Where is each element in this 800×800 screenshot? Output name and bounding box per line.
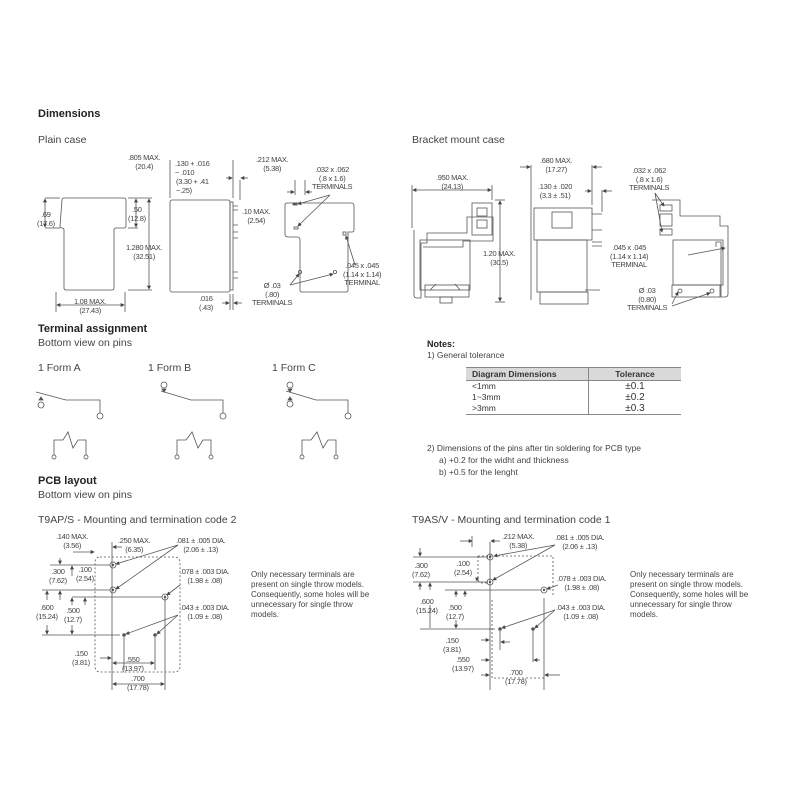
dim-pcbl-550: .550 (13.97) — [122, 655, 144, 673]
dim-pcbl-043: .043 ± .003 DIA. (1.09 ± .08) — [180, 603, 230, 621]
pcb-left-note: Only necessary terminals are present on … — [251, 570, 370, 619]
terminal-assignment-heading: Terminal assignment — [38, 323, 148, 335]
notes-item2b: b) +0.5 for the lenght — [439, 467, 518, 477]
dim-plain-03: Ø .03 (.80) TERMINALS — [252, 281, 293, 307]
dim-pcbr-300: .300 (7.62) — [412, 561, 430, 579]
cell-dimension: <1mm — [466, 380, 589, 392]
cell-tolerance: ±0.3 — [588, 403, 681, 415]
dim-pcbl-081: .081 ± .005 DIA. (2.06 ± .13) — [176, 536, 226, 554]
dim-plain-50: .50 (12.8) — [128, 205, 146, 223]
dim-plain-10: .10 MAX. (2.54) — [242, 207, 271, 225]
col-header-dimensions: Diagram Dimensions — [466, 367, 589, 381]
dim-pcbr-078: .078 ± .003 DIA. (1.98 ± .08) — [557, 574, 607, 592]
dim-pcbr-100: .100 (2.54) — [454, 559, 472, 577]
notes-item2: 2) Dimensions of the pins after tin sold… — [427, 443, 642, 453]
pcb-layout-subtitle: Bottom view on pins — [38, 489, 132, 501]
pcb-layout-heading: PCB layout — [38, 475, 97, 487]
dim-bracket-950: .950 MAX. (24.13) — [436, 173, 469, 191]
dim-pcbl-500: .500 (12.7) — [64, 606, 82, 624]
form-b-label: 1 Form B — [148, 362, 192, 374]
dim-pcbr-081: .081 ± .005 DIA. (2.06 ± .13) — [555, 533, 605, 551]
dim-plain-016: .016 (.43) — [199, 294, 213, 312]
pcb-left-layout — [42, 542, 181, 690]
dim-pcbr-043: .043 ± .003 DIA. (1.09 ± .08) — [556, 603, 606, 621]
dim-pcbr-212: .212 MAX. (5.38) — [502, 532, 535, 550]
dim-pcbr-600: .600 (15.24) — [416, 597, 438, 615]
tolerance-table-header: Diagram Dimensions Tolerance — [466, 367, 681, 381]
form-a-label: 1 Form A — [38, 362, 81, 374]
dim-bracket-032: .032 x .062 (.8 x 1.6) TERMINALS — [629, 166, 670, 192]
pcb-left-title: T9AP/S - Mounting and termination code 2 — [38, 514, 237, 526]
tolerance-table: Diagram Dimensions Tolerance <1mm ±0.1 1… — [466, 367, 681, 415]
table-row: >3mm ±0.3 — [466, 403, 681, 415]
form-c-schematic — [285, 381, 352, 460]
dim-plain-108: 1.08 MAX. (27.43) — [74, 297, 107, 315]
notes-item1: 1) General tolerance — [427, 350, 505, 360]
form-c-label: 1 Form C — [272, 362, 316, 374]
dim-pcbl-600: .600 (15.24) — [36, 603, 58, 621]
notes-item2a: a) +0.2 for the widht and thickness — [439, 455, 569, 465]
cell-tolerance: ±0.1 — [625, 381, 645, 392]
dim-pcbr-150: .150 (3.81) — [443, 636, 461, 654]
col-header-tolerance: Tolerance — [588, 367, 681, 381]
table-row: <1mm ±0.1 — [466, 380, 681, 392]
bracket-case-label: Bracket mount case — [412, 134, 505, 146]
dim-bracket-120: 1.20 MAX. (30.5) — [483, 249, 516, 267]
dim-bracket-680: .680 MAX. (17.27) — [540, 156, 573, 174]
dim-pcbl-078: .078 ± .003 DIA. (1.98 ± .08) — [180, 567, 230, 585]
dim-pcbr-500: .500 (12.7) — [446, 603, 464, 621]
dim-plain-1280: 1.280 MAX. (32.51) — [126, 243, 163, 261]
dim-pcbl-250: .250 MAX. (6.35) — [118, 536, 151, 554]
terminal-assignment-subtitle: Bottom view on pins — [38, 337, 132, 349]
bracket-case-front-view — [411, 185, 505, 304]
cell-dimension: 1~3mm — [466, 392, 589, 403]
dim-plain-130: .130 + .016 − .010 — [175, 159, 210, 177]
dim-plain-69: .69 (17.6) — [37, 210, 55, 228]
dim-pcbl-140: .140 MAX. (3.56) — [56, 532, 89, 550]
dim-plain-330: (3.30 + .41 −.25) — [176, 177, 209, 195]
dim-pcbl-150: .150 (3.81) — [72, 649, 90, 667]
pcb-right-title: T9AS/V - Mounting and termination code 1 — [412, 514, 611, 526]
cell-dimension: >3mm — [466, 403, 589, 415]
dim-pcbl-300: .300 (7.62) — [49, 567, 67, 585]
dim-bracket-130: .130 ± .020 (3.3 ± .51) — [538, 182, 573, 200]
dim-pcbl-700: .700 (17.78) — [127, 674, 149, 692]
dim-pcbr-700: .700 (17.78) — [505, 668, 527, 686]
notes-title: Notes: — [427, 339, 456, 349]
dim-pcbr-550: .550 (13.97) — [452, 655, 474, 673]
dim-bracket-03: Ø .03 (0.80) TERMINALS — [627, 286, 668, 312]
plain-case-label: Plain case — [38, 134, 87, 146]
cell-tolerance: ±0.2 — [625, 392, 645, 403]
form-b-schematic — [160, 381, 227, 460]
dim-pcbl-100: .100 (2.54) — [76, 565, 94, 583]
dim-plain-045: .045 x .045 (1.14 x 1.14) TERMINAL — [343, 261, 382, 287]
form-a-schematic — [35, 391, 104, 460]
table-row: 1~3mm ±0.2 — [466, 392, 681, 403]
dim-bracket-045: .045 x .045 (1.14 x 1.14) TERMINAL — [610, 243, 649, 269]
dim-plain-212: .212 MAX. (5.38) — [256, 155, 289, 173]
dimensions-heading: Dimensions — [38, 108, 101, 120]
dim-plain-805: .805 MAX. (20.4) — [128, 153, 161, 171]
pcb-right-note: Only necessary terminals are present on … — [630, 570, 749, 619]
dim-plain-032: .032 x .062 (.8 x 1.6) TERMINALS — [312, 165, 353, 191]
